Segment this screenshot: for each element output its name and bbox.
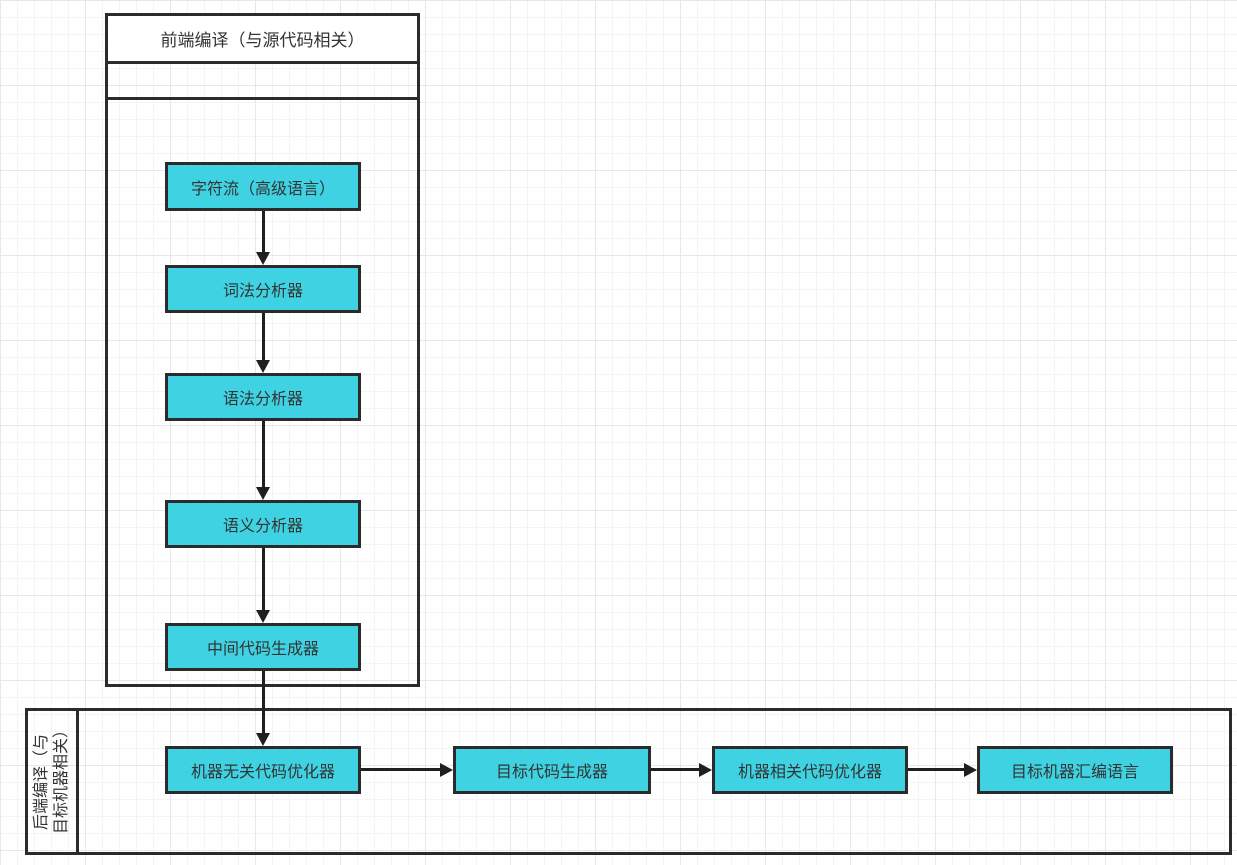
node-machine-dependent-optimizer[interactable]: 机器相关代码优化器 bbox=[712, 746, 908, 794]
node-char-stream[interactable]: 字符流（高级语言） bbox=[165, 162, 361, 211]
node-target-code-generator[interactable]: 目标代码生成器 bbox=[453, 746, 651, 794]
node-label: 语法分析器 bbox=[222, 391, 303, 408]
frontend-pool-title: 前端编译（与源代码相关） bbox=[108, 16, 417, 61]
arrowhead-right-icon bbox=[699, 763, 712, 777]
node-label: 字符流（高级语言） bbox=[190, 180, 335, 198]
connector-line bbox=[262, 211, 265, 253]
connector-line bbox=[361, 768, 441, 771]
arrowhead-down-icon bbox=[256, 733, 270, 746]
connector-line bbox=[262, 421, 265, 488]
node-label: 语义分析器 bbox=[222, 518, 303, 535]
node-label: 目标代码生成器 bbox=[495, 764, 608, 781]
arrowhead-right-icon bbox=[964, 763, 977, 777]
backend-pool-title: 后端编译（与目标机器相关） bbox=[33, 721, 70, 834]
node-target-assembly[interactable]: 目标机器汇编语言 bbox=[977, 746, 1173, 794]
node-label: 机器无关代码优化器 bbox=[190, 764, 335, 781]
node-label: 目标机器汇编语言 bbox=[1010, 764, 1139, 781]
node-label: 词法分析器 bbox=[222, 283, 303, 300]
arrowhead-down-icon bbox=[256, 360, 270, 373]
backend-pool[interactable]: 后端编译（与目标机器相关） bbox=[25, 708, 1232, 855]
arrowhead-right-icon bbox=[440, 763, 453, 777]
backend-pool-title-divider bbox=[76, 711, 79, 852]
frontend-pool-title-divider bbox=[108, 61, 417, 64]
connector-line bbox=[262, 313, 265, 361]
node-label: 中间代码生成器 bbox=[206, 641, 319, 658]
node-machine-independent-optimizer[interactable]: 机器无关代码优化器 bbox=[165, 746, 361, 794]
node-label: 机器相关代码优化器 bbox=[737, 764, 882, 781]
connector-line bbox=[262, 548, 265, 611]
frontend-pool[interactable]: 前端编译（与源代码相关） bbox=[105, 13, 420, 687]
connector-line bbox=[651, 768, 700, 771]
arrowhead-down-icon bbox=[256, 610, 270, 623]
connector-line bbox=[262, 671, 265, 734]
node-lexical-analyzer[interactable]: 词法分析器 bbox=[165, 265, 361, 313]
backend-pool-titlebar: 后端编译（与目标机器相关） bbox=[28, 711, 76, 852]
node-semantic-analyzer[interactable]: 语义分析器 bbox=[165, 500, 361, 548]
node-syntax-analyzer[interactable]: 语法分析器 bbox=[165, 373, 361, 421]
arrowhead-down-icon bbox=[256, 252, 270, 265]
node-intermediate-code-generator[interactable]: 中间代码生成器 bbox=[165, 623, 361, 671]
connector-line bbox=[908, 768, 965, 771]
frontend-pool-lane-divider bbox=[108, 97, 417, 100]
arrowhead-down-icon bbox=[256, 487, 270, 500]
